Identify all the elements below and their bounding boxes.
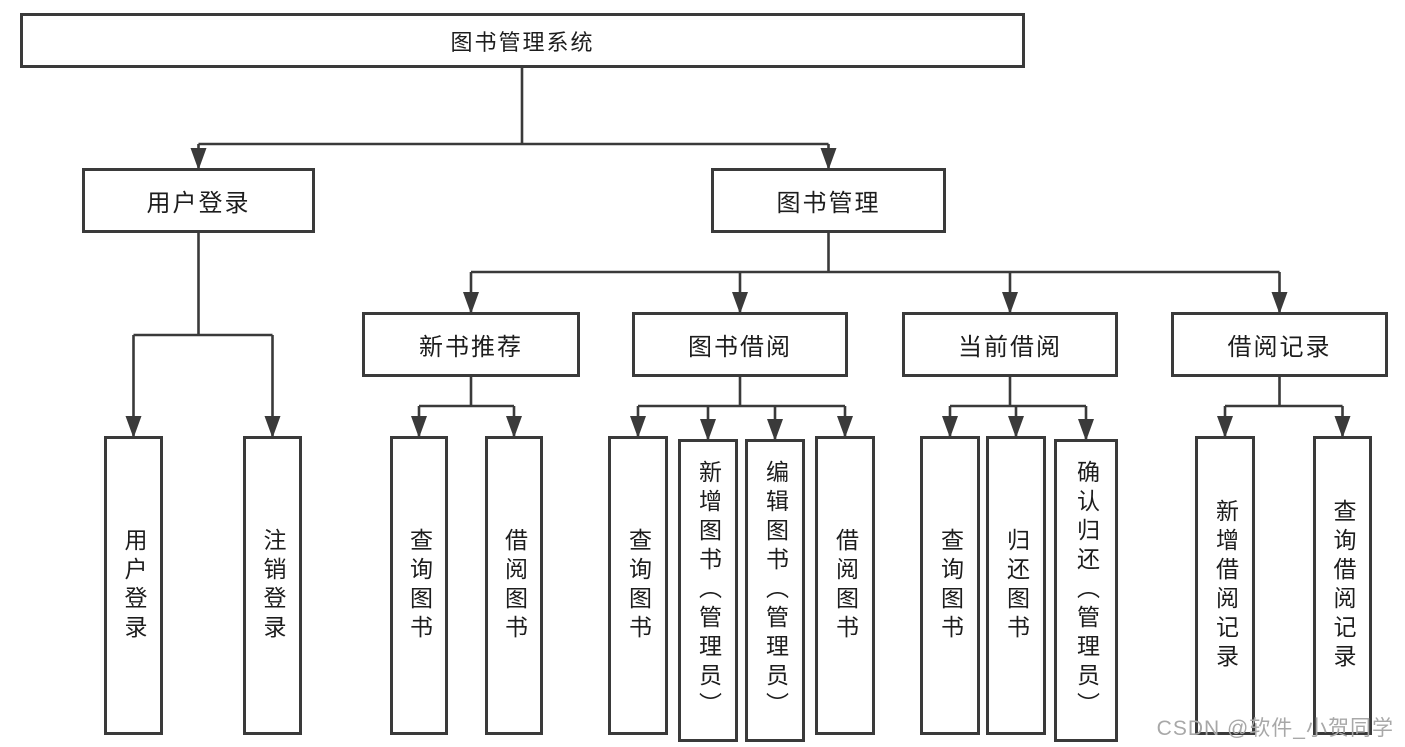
- leaf-cb-query-books-label: 查询图书: [937, 527, 964, 644]
- watermark: CSDN @软件_小贺同学: [1156, 717, 1394, 740]
- node-new-book-recommend-label: 新书推荐: [419, 334, 523, 361]
- node-new-book-recommend: 新书推荐: [362, 312, 580, 377]
- node-current-borrowing-label: 当前借阅: [958, 334, 1062, 361]
- node-book-management: 图书管理: [711, 168, 946, 233]
- node-root: 图书管理系统: [20, 13, 1025, 68]
- leaf-bb-edit-books-label: 编辑图书（管理员）: [762, 460, 789, 721]
- leaf-br-add-record-label: 新增借阅记录: [1212, 498, 1239, 673]
- leaf-bb-query-books-label: 查询图书: [625, 527, 652, 644]
- leaf-bb-borrow-books: 借阅图书: [815, 436, 875, 735]
- node-borrowing-records: 借阅记录: [1171, 312, 1388, 377]
- leaf-bb-query-books: 查询图书: [608, 436, 668, 735]
- node-user-login: 用户登录: [82, 168, 315, 233]
- leaf-br-query-record-label: 查询借阅记录: [1330, 498, 1356, 673]
- node-user-login-label: 用户登录: [146, 190, 251, 217]
- leaf-cb-return-books-label: 归还图书: [1003, 527, 1030, 644]
- leaf-br-add-record: 新增借阅记录: [1195, 436, 1255, 735]
- leaf-logout: 注销登录: [243, 436, 302, 735]
- leaf-user-login: 用户登录: [104, 436, 163, 735]
- leaf-nb-borrow-books: 借阅图书: [485, 436, 543, 735]
- leaf-cb-query-books: 查询图书: [920, 436, 980, 735]
- leaf-bb-edit-books: 编辑图书（管理员）: [745, 439, 805, 742]
- leaf-bb-add-books: 新增图书（管理员）: [678, 439, 738, 742]
- leaf-br-query-record: 查询借阅记录: [1313, 436, 1372, 735]
- leaf-logout-label: 注销登录: [260, 527, 286, 644]
- node-root-label: 图书管理系统: [450, 29, 595, 55]
- leaf-cb-confirm-return: 确认归还（管理员）: [1054, 439, 1118, 742]
- leaf-nb-query-books-label: 查询图书: [406, 527, 433, 644]
- leaf-bb-add-books-label: 新增图书（管理员）: [695, 460, 722, 721]
- node-current-borrowing: 当前借阅: [902, 312, 1118, 377]
- node-book-management-label: 图书管理: [776, 190, 881, 217]
- leaf-cb-return-books: 归还图书: [986, 436, 1046, 735]
- leaf-bb-borrow-books-label: 借阅图书: [832, 527, 859, 644]
- leaf-cb-confirm-return-label: 确认归还（管理员）: [1073, 460, 1100, 721]
- node-borrowing-records-label: 借阅记录: [1227, 334, 1332, 361]
- leaf-user-login-label: 用户登录: [121, 527, 147, 644]
- node-book-borrowing-label: 图书借阅: [688, 334, 792, 361]
- leaf-nb-borrow-books-label: 借阅图书: [501, 527, 528, 644]
- leaf-nb-query-books: 查询图书: [390, 436, 448, 735]
- node-book-borrowing: 图书借阅: [632, 312, 848, 377]
